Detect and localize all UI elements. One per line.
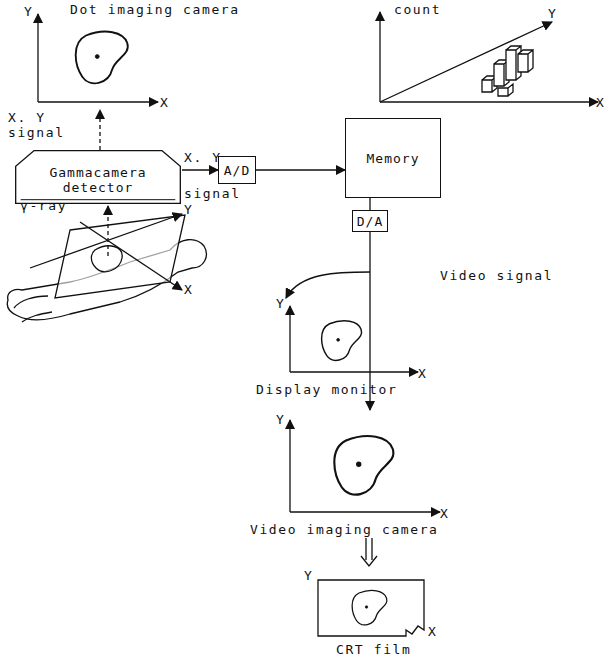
text-label: Dot imaging camera (70, 2, 240, 17)
text-label: Display monitor (256, 382, 397, 397)
signal-connector (369, 198, 370, 210)
xy-signal-arrow (99, 110, 100, 150)
process-box: D/A (352, 210, 388, 232)
text-label: Video signal (440, 268, 553, 283)
axis-label: X (440, 506, 449, 521)
dot-camera-plot (38, 14, 158, 102)
text-label: X. Y signal (8, 110, 68, 140)
axis-label: X (596, 95, 605, 110)
display-monitor-plot (290, 306, 418, 372)
film-output-arrow (361, 538, 377, 566)
detector-shape: Gammacamera detector (14, 150, 182, 204)
axis-label: Y (548, 6, 557, 21)
axis-label: Y (24, 4, 33, 19)
axis-label: Y (184, 202, 193, 217)
process-box: A/D (218, 156, 256, 184)
text-label: Video imaging camera (250, 522, 439, 537)
text-label: signal (184, 186, 241, 201)
patient-figure (7, 206, 206, 322)
axis-label: Y (276, 412, 285, 427)
node-text: Gammacamera detector (14, 159, 182, 195)
node-text: A/D (224, 163, 250, 178)
text-label: X. Y (184, 150, 222, 165)
axis-label: X (428, 624, 437, 639)
process-box: Memory (345, 118, 441, 198)
axis-label: X (184, 282, 193, 297)
count-plot (380, 12, 598, 102)
text-label: count (394, 2, 441, 17)
text-label: CRT film (336, 642, 411, 657)
axis-label: X (160, 95, 169, 110)
video-camera-plot (290, 420, 440, 512)
axis-label: X (418, 366, 427, 381)
axis-label: Y (276, 296, 285, 311)
signal-connector (256, 169, 345, 170)
axis-label: Y (304, 568, 313, 583)
node-text: D/A (357, 214, 383, 229)
crt-film (318, 580, 424, 636)
signal-connector (182, 169, 218, 170)
node-text: Memory (367, 151, 420, 166)
